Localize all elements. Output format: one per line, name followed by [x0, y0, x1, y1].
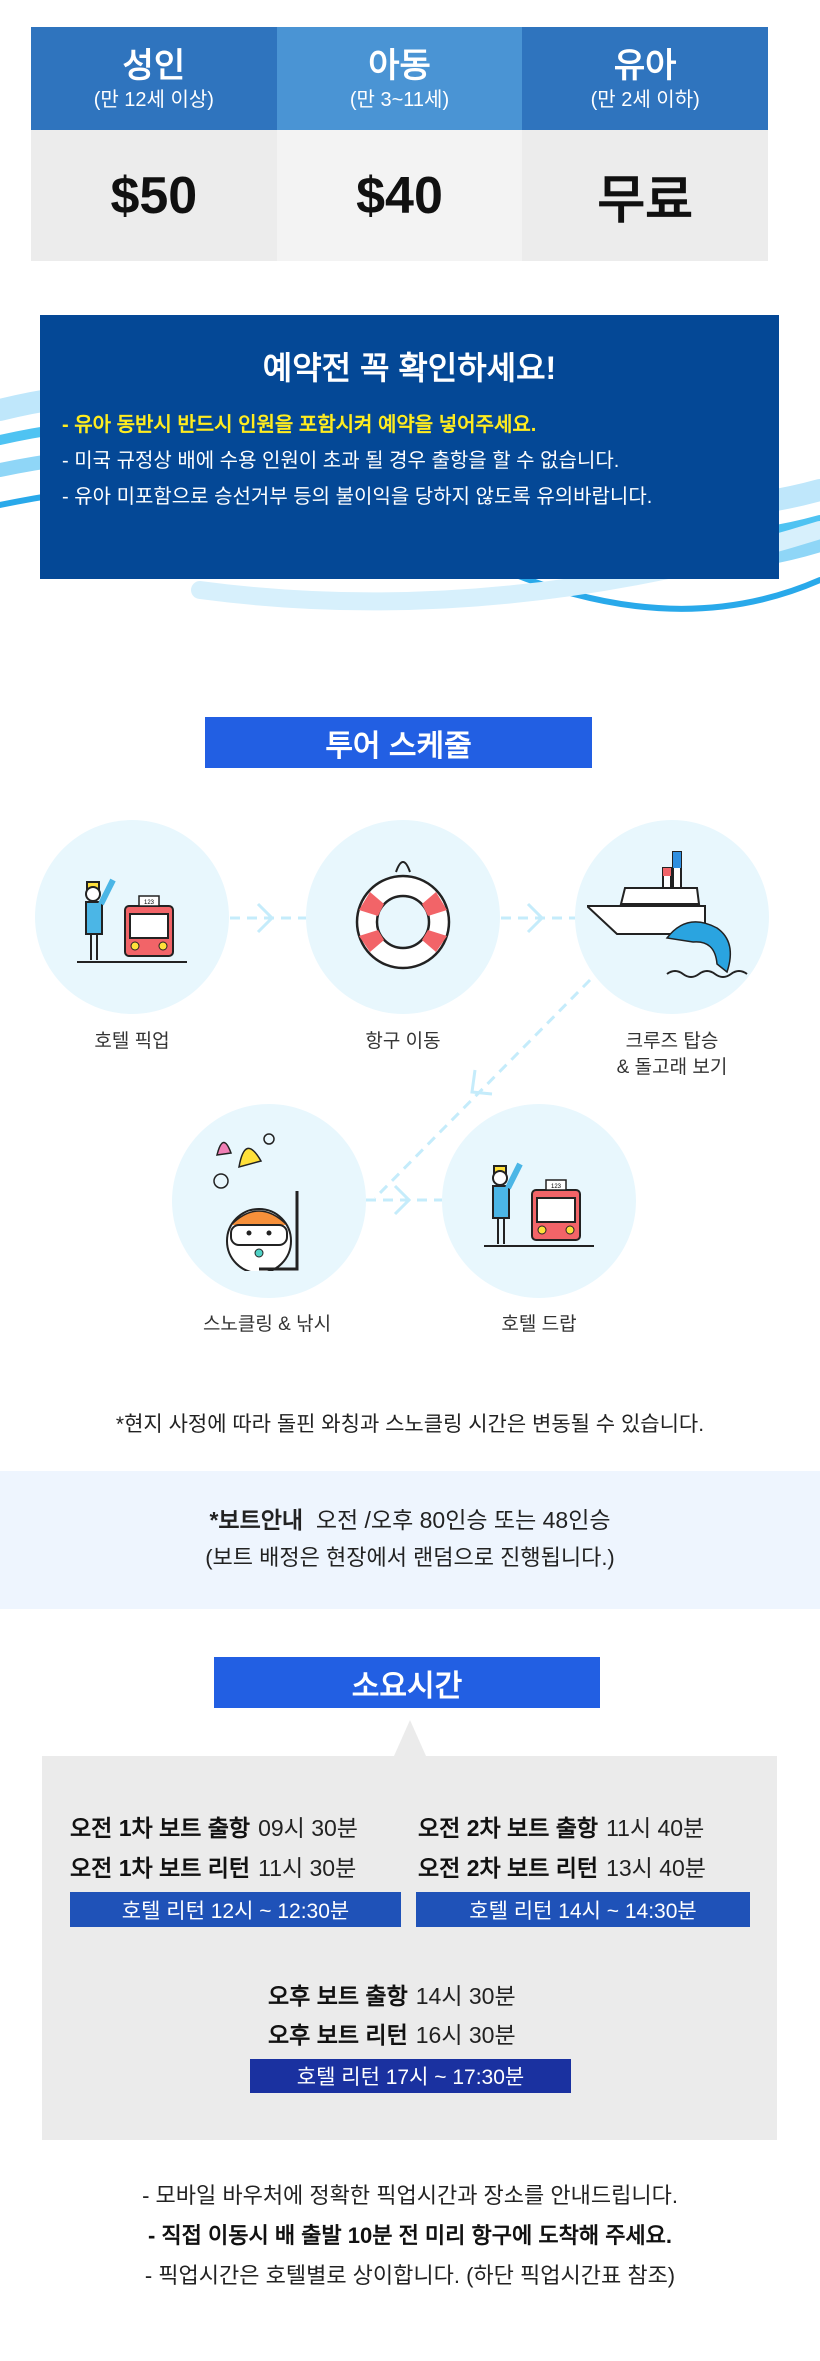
price-value: $50: [31, 130, 277, 261]
price-column-infant: 유아 (만 2세 이하) 무료: [522, 27, 769, 261]
pm-hotel-return: 호텔 리턴 17시 ~ 17:30분: [250, 2059, 571, 2093]
category-label: 성인: [122, 46, 186, 85]
notice-title: 예약전 꼭 확인하세요!: [262, 350, 557, 386]
step-label: 호텔 픽업: [94, 1031, 170, 1052]
person-bus-icon: 123: [484, 1162, 594, 1247]
note-line: - 픽업시간은 호텔별로 상이합니다. (하단 픽업시간표 참조): [144, 2263, 676, 2288]
boat-info-box: *보트안내 오전 /오후 80인승 또는 48인승 (보트 배정은 현장에서 랜…: [0, 1471, 820, 1609]
notice-line: - 유아 동반시 반드시 인원을 포함시켜 예약을 넣어주세요.: [62, 414, 537, 436]
pointer-triangle: [394, 1720, 426, 1756]
note-line: - 직접 이동시 배 출발 10분 전 미리 항구에 도착해 주세요.: [147, 2223, 673, 2248]
time: 13시 40분: [606, 1855, 706, 1881]
flow-arrows: [230, 902, 592, 1216]
notice-box: 예약전 꼭 확인하세요! - 유아 동반시 반드시 인원을 포함시켜 예약을 넣…: [40, 315, 779, 579]
label: 오전 2차 보트 출항: [418, 1815, 599, 1841]
schedule-disclaimer: *현지 사정에 따라 돌핀 와칭과 스노클링 시간은 변동될 수 있습니다.: [115, 1413, 705, 1436]
ship-dolphin-icon: [587, 851, 748, 978]
am2-depart: 오전 2차 보트 출항 11시 40분: [418, 1808, 704, 1848]
tour-schedule-title: 투어 스케줄: [205, 717, 592, 768]
time: 14시 30분: [415, 1983, 516, 2009]
time: 11시 30분: [258, 1855, 357, 1881]
label: 오후 보트 리턴: [268, 2022, 408, 2048]
label: 오후 보트 출항: [268, 1983, 408, 2009]
am1-depart: 오전 1차 보트 출항 09시 30분: [70, 1808, 358, 1848]
boat-info-sub: (보트 배정은 현장에서 랜덤으로 진행됩니다.): [205, 1545, 615, 1570]
age-range: (만 3~11세): [349, 88, 450, 111]
step-label-line2: & 돌고래 보기: [616, 1057, 728, 1078]
category-label: 아동: [368, 46, 431, 85]
step-label: 스노클링 & 낚시: [202, 1314, 332, 1335]
am2-hotel-return: 호텔 리턴 14시 ~ 14:30분: [416, 1892, 750, 1927]
step-cruise-dolphin: [575, 820, 769, 1014]
age-range: (만 2세 이하): [590, 88, 700, 111]
notice-line: - 유아 미포함으로 승선거부 등의 불이익을 당하지 않도록 유의바랍니다.: [62, 486, 653, 508]
pm-depart: 오후 보트 출항 14시 30분: [268, 1976, 516, 2016]
note-line: - 모바일 바우처에 정확한 픽업시간과 장소를 안내드립니다.: [142, 2183, 678, 2208]
snorkel-icon: [213, 1133, 299, 1271]
price-table: 성인 (만 12세 이상) $50 아동 (만 3~11세) $40 유아 (만 2세…: [31, 27, 769, 261]
bus-number: 123: [551, 1184, 562, 1190]
label: 오전 1차 보트 리턴: [70, 1855, 251, 1881]
price-column-adult: 성인 (만 12세 이상) $50: [31, 27, 277, 261]
step-label: 호텔 드랍: [501, 1314, 577, 1335]
lifebuoy-icon: [355, 861, 451, 970]
am1-hotel-return: 호텔 리턴 12시 ~ 12:30분: [70, 1892, 401, 1927]
price-value: $40: [276, 130, 523, 261]
step-label: 항구 이동: [365, 1031, 441, 1052]
category-label: 유아: [613, 46, 677, 85]
time: 09시 30분: [258, 1815, 358, 1841]
step-port-move: [306, 820, 500, 1014]
boat-info-text: 오전 /오후 80인승 또는 48인승: [315, 1507, 611, 1533]
step-snorkeling-fishing: [172, 1104, 366, 1298]
step-hotel-pickup: 123: [35, 820, 229, 1014]
step-hotel-drop: 123: [442, 1104, 636, 1298]
time: 11시 40분: [606, 1815, 705, 1841]
person-bus-icon: 123: [77, 878, 187, 963]
price-column-child: 아동 (만 3~11세) $40: [276, 27, 523, 261]
bus-number: 123: [144, 900, 155, 906]
pm-return: 오후 보트 리턴 16시 30분: [268, 2015, 516, 2055]
am2-return: 오전 2차 보트 리턴 13시 40분: [418, 1848, 706, 1888]
boat-info-label: *보트안내: [209, 1507, 304, 1533]
label: 오전 1차 보트 출항: [70, 1815, 251, 1841]
duration-title: 소요시간: [214, 1657, 600, 1708]
am1-return: 오전 1차 보트 리턴 11시 30분: [70, 1848, 356, 1888]
step-label: 크루즈 탑승: [625, 1031, 719, 1052]
age-range: (만 12세 이상): [93, 88, 214, 111]
notes: - 모바일 바우처에 정확한 픽업시간과 장소를 안내드립니다. - 직접 이동…: [0, 2176, 820, 2296]
price-value: 무료: [522, 130, 769, 261]
notice-line: - 미국 규정상 배에 수용 인원이 초과 될 경우 출항을 할 수 없습니다.: [62, 450, 620, 472]
time: 16시 30분: [415, 2022, 516, 2048]
label: 오전 2차 보트 리턴: [418, 1855, 599, 1881]
